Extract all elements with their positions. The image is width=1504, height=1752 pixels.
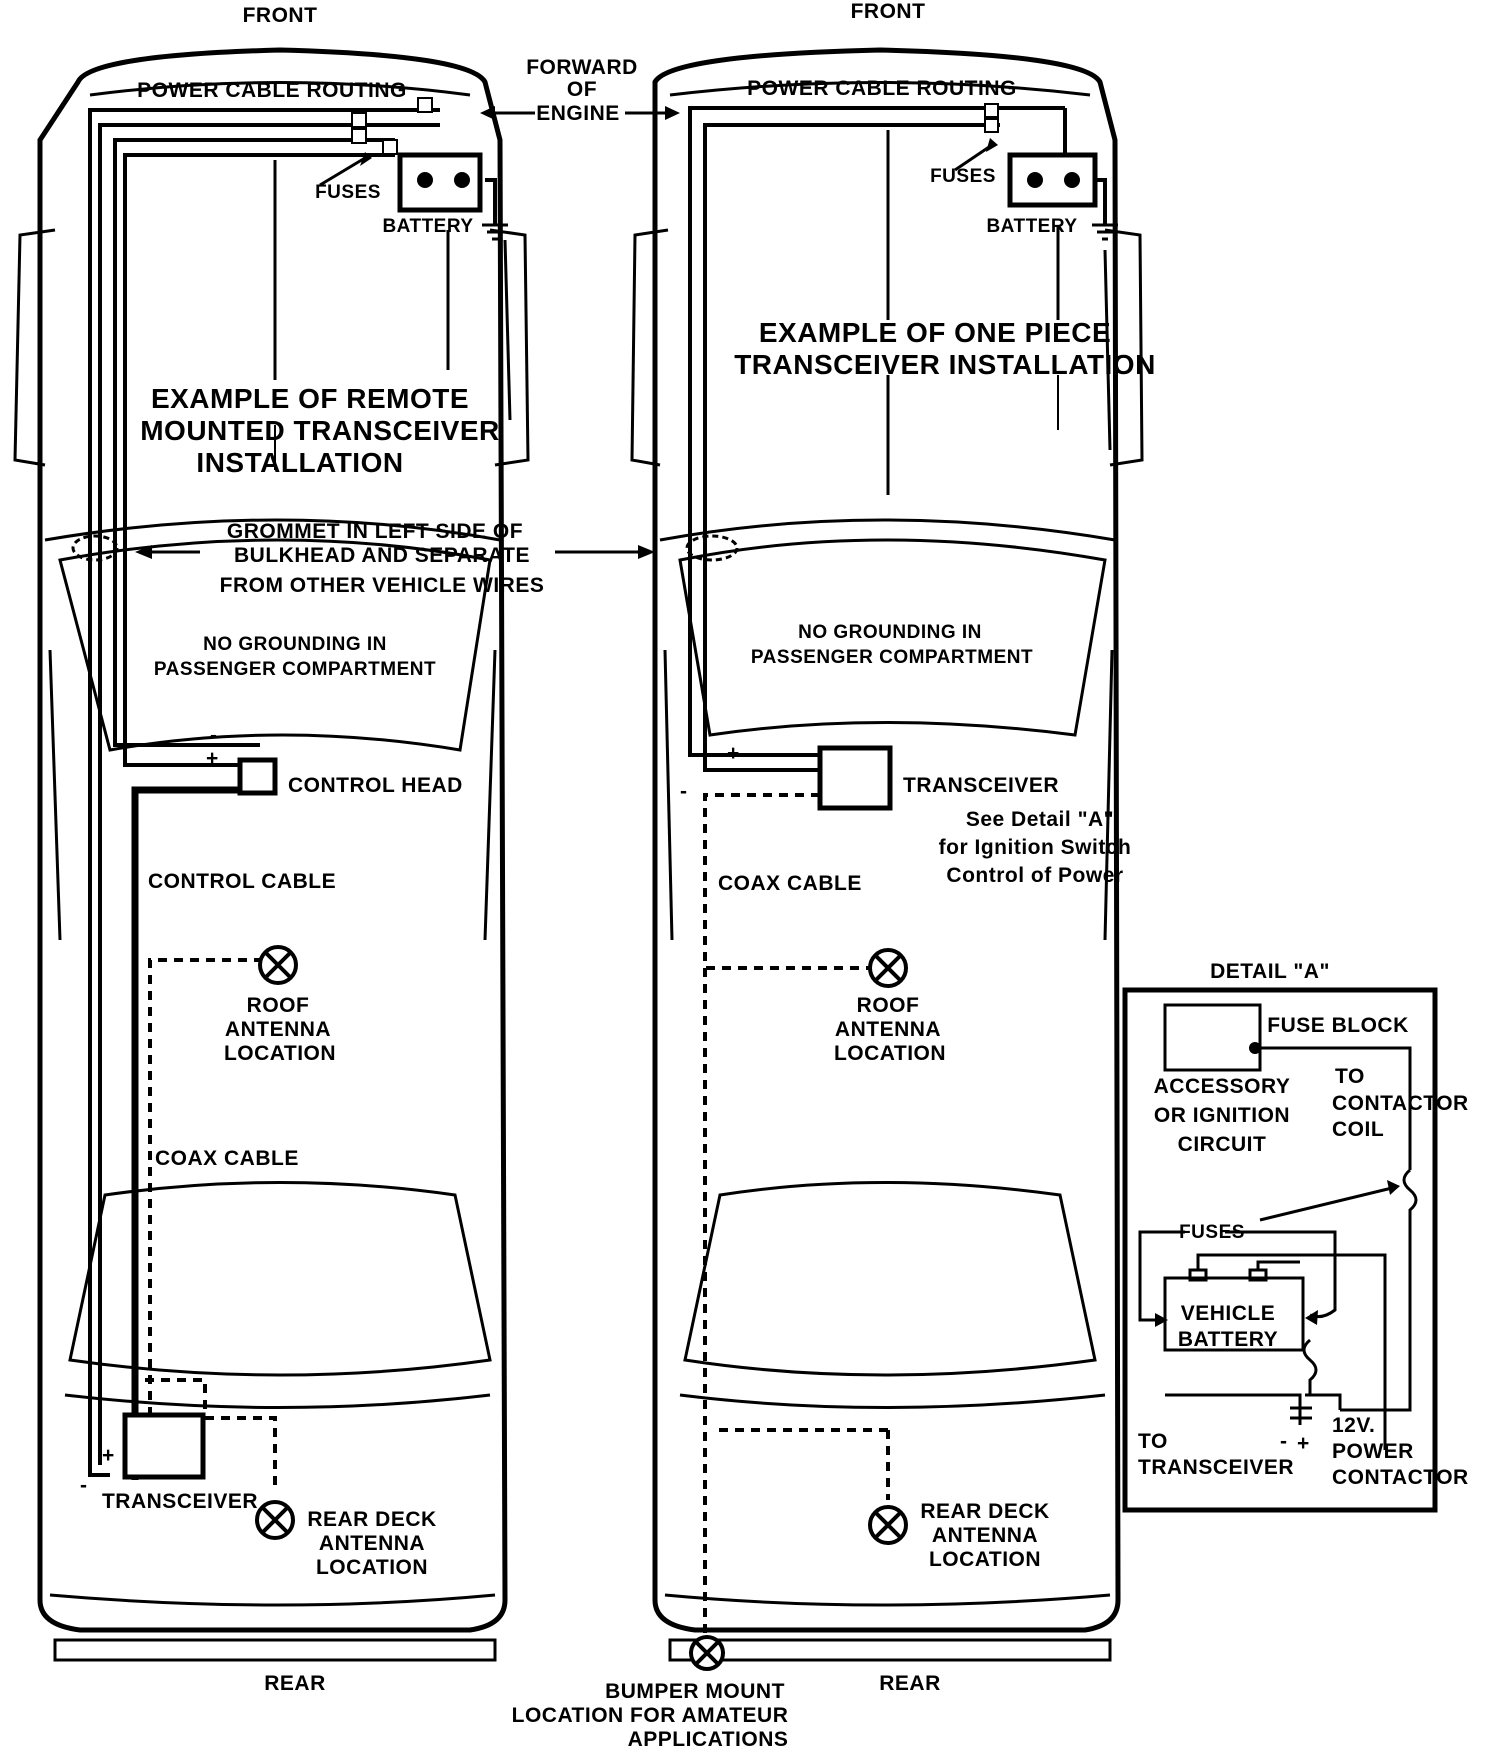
left-title-line-1: EXAMPLE OF REMOTE [151, 383, 469, 414]
left-no-grounding-line-2: PASSENGER COMPARTMENT [154, 659, 436, 680]
detail-minus-mark: - [1280, 1430, 1288, 1453]
vehicle-battery-icon [1163, 1276, 1305, 1352]
rear-deck-antenna-icon-left [255, 1500, 295, 1540]
control-cable-label: CONTROL CABLE [148, 870, 336, 893]
right-power-cable-routing-label: POWER CABLE ROUTING [747, 77, 1017, 100]
forward-of-engine-line-2: OF [567, 78, 597, 101]
grommet-line-2: BULKHEAD AND SEPARATE [234, 544, 530, 567]
right-front-label: FRONT [851, 0, 926, 23]
accessory-line-2: OR IGNITION [1154, 1104, 1290, 1127]
right-car-outline [630, 47, 1144, 1662]
left-rear-deck-line-1: REAR DECK [307, 1508, 436, 1531]
right-title-line-2: TRANSCEIVER INSTALLATION [734, 349, 1156, 380]
right-roof-antenna-line-2: ANTENNA [835, 1018, 941, 1041]
left-coax-cable-label: COAX CABLE [155, 1147, 299, 1170]
bumper-antenna-icon [689, 1635, 725, 1671]
right-minus-mark: - [680, 780, 688, 803]
left-rear-deck-line-2: ANTENNA [319, 1532, 425, 1555]
right-grommet-icon [685, 534, 739, 562]
to-transceiver-line-2: TRANSCEIVER [1138, 1456, 1294, 1479]
right-roof-antenna-line-3: LOCATION [834, 1042, 946, 1065]
right-battery-label: BATTERY [986, 216, 1077, 237]
left-power-cable-routing-label: POWER CABLE ROUTING [137, 79, 407, 102]
left-minus-transceiver-mark: - [80, 1474, 88, 1497]
vehicle-battery-line-2: BATTERY [1178, 1328, 1278, 1351]
left-grommet-icon [71, 534, 119, 562]
left-rear-deck-line-3: LOCATION [316, 1556, 428, 1579]
right-rear-deck-line-3: LOCATION [929, 1548, 1041, 1571]
right-transceiver-label: TRANSCEIVER [903, 774, 1059, 797]
right-roof-antenna-line-1: ROOF [857, 994, 920, 1017]
see-detail-line-3: Control of Power [946, 864, 1123, 887]
left-transceiver-label: TRANSCEIVER [102, 1490, 258, 1513]
left-plus-mark: + [206, 747, 219, 770]
left-roof-antenna-line-1: ROOF [247, 994, 310, 1017]
right-no-grounding-line-1: NO GROUNDING IN [798, 622, 982, 643]
left-minus-mark: - [210, 724, 218, 747]
right-battery-icon [1007, 152, 1098, 208]
grommet-line-3: FROM OTHER VEHICLE WIRES [220, 574, 545, 597]
left-title-line-3: INSTALLATION [196, 447, 403, 478]
left-title-line-2: MOUNTED TRANSCEIVER [140, 415, 500, 446]
right-no-grounding-line-2: PASSENGER COMPARTMENT [751, 647, 1033, 668]
left-roof-antenna-line-3: LOCATION [224, 1042, 336, 1065]
left-plus-transceiver-mark: + [102, 1444, 115, 1467]
vehicle-battery-line-1: VEHICLE [1181, 1302, 1276, 1325]
control-head-label: CONTROL HEAD [288, 774, 463, 797]
left-battery-label: BATTERY [382, 216, 473, 237]
to-contactor-line-2: CONTACTOR [1332, 1092, 1469, 1115]
bumper-mount-line-2: LOCATION FOR AMATEUR [512, 1704, 789, 1727]
bumper-mount-line-3: APPLICATIONS [628, 1728, 789, 1751]
bumper-mount-line-1: BUMPER MOUNT [605, 1680, 785, 1703]
accessory-line-1: ACCESSORY [1154, 1075, 1291, 1098]
control-head-box [237, 757, 278, 796]
left-roof-antenna-line-2: ANTENNA [225, 1018, 331, 1041]
fuse-block-label: FUSE BLOCK [1267, 1014, 1409, 1037]
right-rear-label: REAR [879, 1672, 941, 1695]
left-front-label: FRONT [243, 4, 318, 27]
right-plus-mark: + [727, 742, 740, 765]
right-title-line-1: EXAMPLE OF ONE PIECE [759, 317, 1111, 348]
forward-of-engine-line-1: FORWARD [526, 56, 638, 79]
power-contactor-line-1: 12V. [1332, 1414, 1375, 1437]
left-no-grounding-line-1: NO GROUNDING IN [203, 634, 387, 655]
to-transceiver-line-1: TO [1138, 1430, 1168, 1453]
left-transceiver-box [122, 1412, 206, 1480]
left-rear-label: REAR [264, 1672, 326, 1695]
left-car-wiring [71, 97, 512, 1490]
grommet-line-1: GROMMET IN LEFT SIDE OF [227, 520, 523, 543]
to-contactor-line-1: TO [1335, 1065, 1365, 1088]
to-contactor-line-3: COIL [1332, 1118, 1384, 1141]
rear-deck-antenna-icon-right [868, 1505, 908, 1545]
roof-antenna-icon-right [868, 948, 908, 988]
right-fuses-label: FUSES [930, 166, 996, 187]
detail-a-panel [1122, 987, 1438, 1513]
detail-fuses-label: FUSES [1179, 1222, 1245, 1243]
left-fuses-label: FUSES [315, 182, 381, 203]
power-contactor-line-3: CONTACTOR [1332, 1466, 1469, 1489]
right-rear-deck-line-2: ANTENNA [932, 1524, 1038, 1547]
left-car-outline [13, 47, 530, 1662]
power-contactor-line-2: POWER [1332, 1440, 1414, 1463]
right-rear-deck-line-1: REAR DECK [920, 1500, 1049, 1523]
detail-a-title: DETAIL "A" [1210, 960, 1330, 983]
center-arrows [135, 106, 680, 559]
right-car-wiring [685, 103, 1118, 1640]
see-detail-line-2: for Ignition Switch [939, 836, 1132, 859]
right-coax-cable-label: COAX CABLE [718, 872, 862, 895]
roof-antenna-icon-left [258, 945, 298, 985]
accessory-line-3: CIRCUIT [1178, 1133, 1267, 1156]
forward-of-engine-line-3: ENGINE [536, 102, 620, 125]
right-transceiver-box [817, 745, 893, 811]
detail-plus-mark: + [1297, 1432, 1310, 1455]
see-detail-line-1: See Detail "A" [966, 808, 1114, 831]
